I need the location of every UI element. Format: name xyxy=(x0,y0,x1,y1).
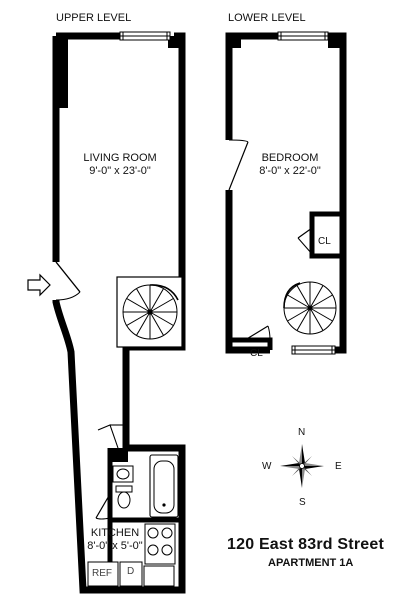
living-room-label: LIVING ROOM 9'-0" x 23'-0" xyxy=(70,152,170,177)
lower-level-plan xyxy=(225,31,347,355)
dishwasher-label: D xyxy=(127,566,135,577)
ref-label: REF xyxy=(92,568,112,579)
hall-closet-door xyxy=(97,424,126,449)
upper-level-heading: UPPER LEVEL xyxy=(56,12,132,24)
bedroom-dims: 8'-0" x 22'-0" xyxy=(259,164,321,177)
compass-rose-icon xyxy=(280,444,324,488)
entry-arrow-icon xyxy=(27,273,51,297)
lower-window-bottom xyxy=(291,345,336,355)
living-room-dims: 9'-0" x 23'-0" xyxy=(89,164,151,177)
closet-right-label: CL xyxy=(318,236,331,247)
lower-window-top xyxy=(277,31,329,41)
compass-south: S xyxy=(299,497,306,508)
refrigerator xyxy=(87,561,119,587)
upper-level-plan xyxy=(27,31,186,594)
lower-wall-block-top-right xyxy=(328,36,343,48)
bathroom xyxy=(95,448,182,590)
bedroom-door xyxy=(228,139,249,191)
upper-window xyxy=(119,31,171,41)
toilet xyxy=(115,485,133,493)
lower-level-heading: LOWER LEVEL xyxy=(228,12,306,24)
bedroom-label: BEDROOM 8'-0" x 22'-0" xyxy=(240,152,340,177)
address-street: 120 East 83rd Street xyxy=(227,536,384,553)
address-unit: APARTMENT 1A xyxy=(268,557,354,569)
living-room-name: LIVING ROOM xyxy=(83,152,157,164)
compass-west: W xyxy=(262,461,272,472)
bedroom-name: BEDROOM xyxy=(261,152,319,164)
spiral-stair-lower xyxy=(283,281,337,335)
kitchen-stove xyxy=(144,523,176,565)
compass-north: N xyxy=(298,427,306,438)
closet-left-label: CL xyxy=(250,348,263,359)
kitchen-name: KITCHEN xyxy=(90,527,140,539)
lower-closet-right xyxy=(297,211,343,259)
dishwasher xyxy=(119,561,143,587)
kitchen-label: KITCHEN 8'-0" x 5'-0" xyxy=(80,527,150,552)
entry-door xyxy=(55,261,81,301)
upper-wall-block-top-right xyxy=(168,36,182,48)
lower-wall-block-top-left xyxy=(229,36,241,48)
spiral-stair-upper xyxy=(116,276,183,348)
upper-wall-block-top-left xyxy=(56,36,68,108)
kitchen-appliances xyxy=(87,561,175,587)
kitchen-dims: 8'-0" x 5'-0" xyxy=(87,539,143,552)
compass-east: E xyxy=(335,461,342,472)
lower-closet-left xyxy=(229,325,273,350)
